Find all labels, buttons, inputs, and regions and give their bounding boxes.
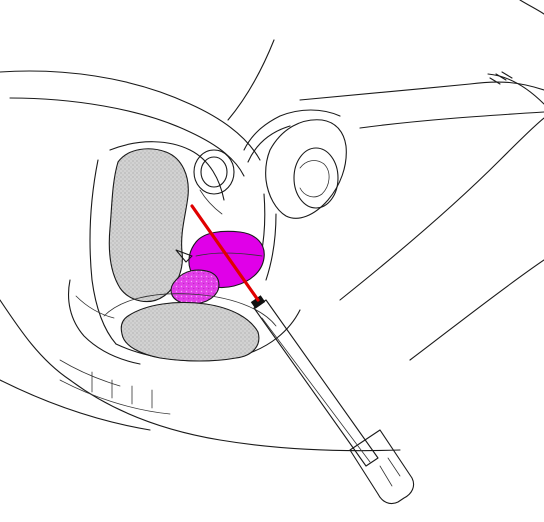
illustration-canvas bbox=[0, 0, 544, 522]
anatomy-illustration bbox=[0, 0, 544, 522]
background bbox=[0, 0, 544, 522]
